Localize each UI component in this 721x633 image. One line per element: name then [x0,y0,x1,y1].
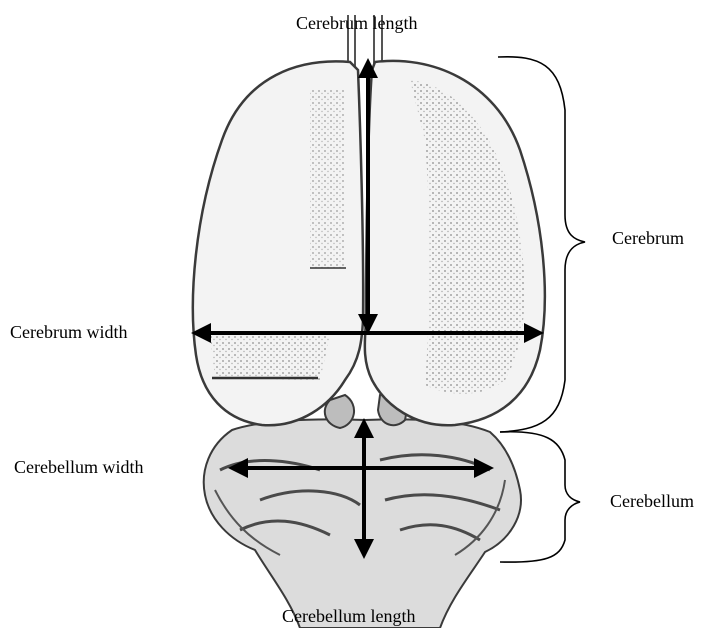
cerebellum-length-label: Cerebellum length [282,607,415,625]
cerebellum-width-label: Cerebellum width [14,458,143,476]
cerebrum-length-label: Cerebrum length [296,14,417,32]
cerebrum-label: Cerebrum [612,229,684,247]
cerebrum-width-label: Cerebrum width [10,323,127,341]
cerebellum-label: Cerebellum [610,492,694,510]
